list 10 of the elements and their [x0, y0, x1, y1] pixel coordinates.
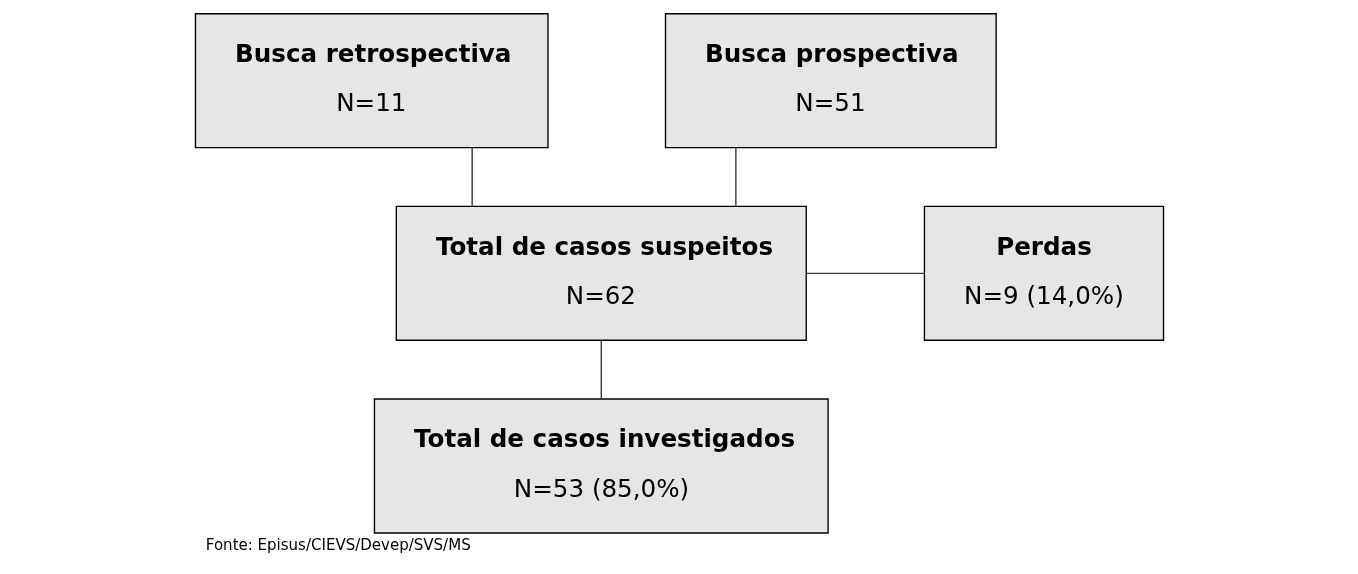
- connector: [734, 147, 737, 207]
- node-box: Perdas N=9 (14,0%): [923, 205, 1164, 341]
- node-box: Total de casos suspeitos N=62: [395, 205, 807, 341]
- node-box: Busca retrospectiva N=11: [194, 13, 549, 149]
- node-box: Total de casos investigados N=53 (85,0%): [373, 398, 829, 534]
- connector: [805, 272, 925, 275]
- caption: Fonte: Episus/CIEVS/Devep/SVS/MS: [205, 536, 471, 555]
- connector: [470, 147, 473, 207]
- node-box: Busca prospectiva N=51: [664, 13, 997, 149]
- connector: [600, 340, 602, 400]
